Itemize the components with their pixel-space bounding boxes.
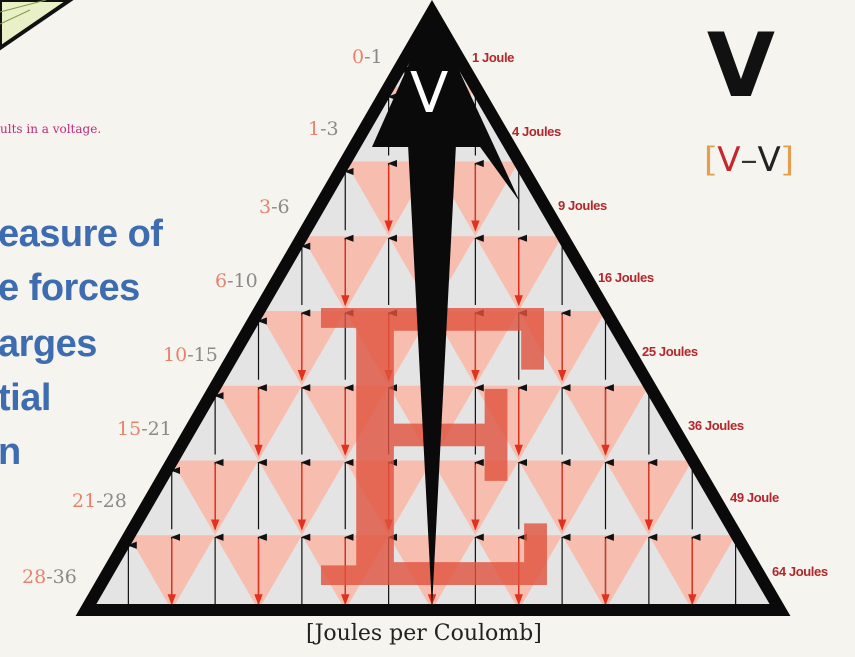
joules-per-coulomb-label: [Joules per Coulomb] [306,621,542,646]
range-low: 15 [117,418,141,440]
voltage-symbol: V [707,22,775,110]
range-label: 15-21 [117,418,172,440]
range-high: 15 [194,344,218,366]
joule-label: 49 Joule [730,490,779,505]
range-label: 0-1 [352,46,383,68]
unit-v-black: V [758,140,781,180]
range-high: 3 [327,118,339,140]
range-high: 6 [278,196,290,218]
joule-label: 4 Joules [512,124,561,139]
range-low: 6 [215,270,227,292]
joule-label: 36 Joules [688,418,744,433]
joule-label: 64 Joules [772,564,828,579]
range-label: 21-28 [72,490,127,512]
range-high: 21 [148,418,172,440]
range-high: 10 [234,270,258,292]
unit-notation: [V–V] [704,143,794,177]
unit-bracket-close: ] [781,140,794,180]
range-high: 28 [103,490,127,512]
range-high: 36 [53,566,77,588]
range-low: 1 [308,118,320,140]
unit-v-red: V [717,140,740,180]
range-label: 1-3 [308,118,339,140]
range-label: 10-15 [163,344,218,366]
range-low: 28 [22,566,46,588]
range-low: 3 [259,196,271,218]
joule-label: 1 Joule [472,50,514,65]
joule-label: 16 Joules [598,270,654,285]
range-label: 6-10 [215,270,258,292]
joule-label: 25 Joules [642,344,698,359]
range-low: 21 [72,490,96,512]
range-label: 3-6 [259,196,290,218]
joule-label: 9 Joules [558,198,607,213]
range-high: 1 [371,46,383,68]
range-label: 28-36 [22,566,77,588]
range-low: 0 [352,46,364,68]
apex-letter: V [410,66,448,122]
unit-bracket-open: [ [704,140,717,180]
unit-dash: – [741,140,758,180]
range-low: 10 [163,344,187,366]
